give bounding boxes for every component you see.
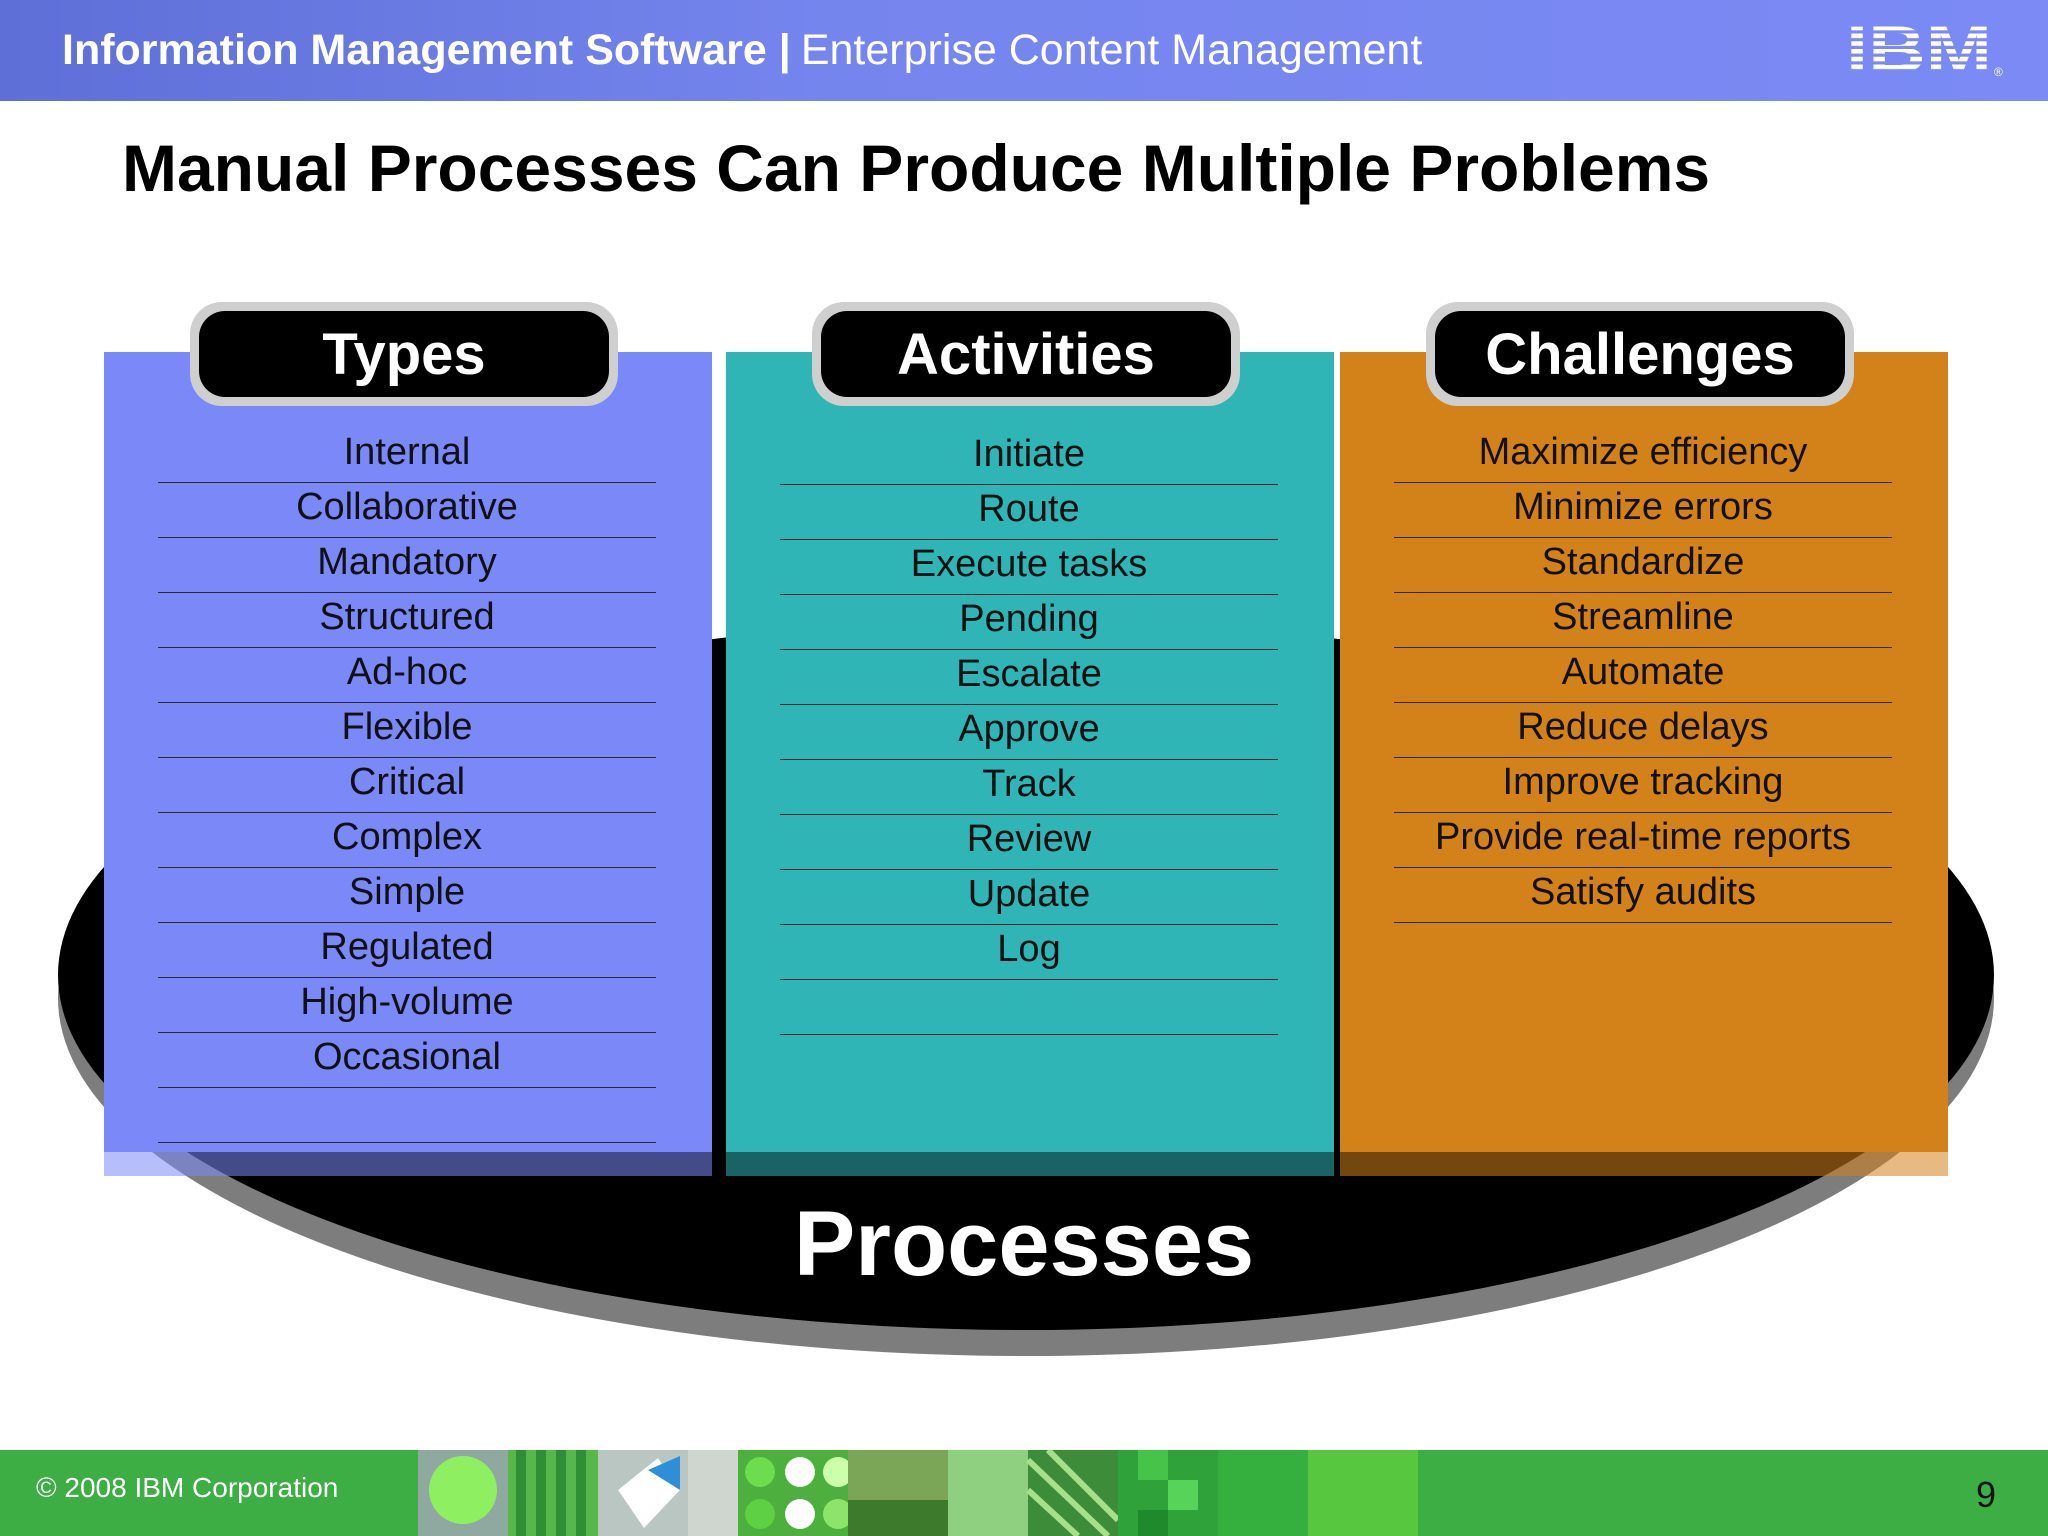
activities-item: Review xyxy=(966,818,1092,860)
activities-item: Update xyxy=(967,873,1091,915)
activities-divider xyxy=(780,924,1278,925)
types-divider xyxy=(158,757,656,758)
types-item: Simple xyxy=(348,871,466,913)
types-heading: Types xyxy=(199,311,609,397)
challenges-item: Satisfy audits xyxy=(1530,871,1756,913)
activities-item: Pending xyxy=(959,598,1099,640)
activities-heading-tab: Activities xyxy=(812,302,1240,406)
page-title: Manual Processes Can Produce Multiple Pr… xyxy=(122,131,1711,205)
types-panel-base xyxy=(104,1150,712,1176)
header-title-section: Enterprise Content Management xyxy=(800,26,1423,74)
types-item: High-volume xyxy=(300,981,514,1023)
activities-divider xyxy=(780,484,1278,485)
footer-decoration xyxy=(418,1450,1418,1536)
types-divider xyxy=(158,812,656,813)
challenges-item: Streamline xyxy=(1552,596,1734,638)
types-divider xyxy=(158,1087,656,1088)
page-number: 9 xyxy=(1975,1474,1997,1515)
challenges-item: Improve tracking xyxy=(1502,761,1784,803)
challenges-panel xyxy=(1340,352,1948,1152)
challenges-panel-base xyxy=(1340,1150,1948,1176)
challenges-divider xyxy=(1394,592,1892,593)
footer-image-strip xyxy=(418,1450,1418,1536)
types-divider xyxy=(158,867,656,868)
activities-divider xyxy=(780,1034,1278,1035)
challenges-divider xyxy=(1394,702,1892,703)
types-divider xyxy=(158,647,656,648)
copyright-text: © 2008 IBM Corporation xyxy=(36,1472,339,1503)
types-item: Internal xyxy=(343,431,471,473)
types-item: Mandatory xyxy=(317,541,497,583)
types-divider xyxy=(158,537,656,538)
activities-divider xyxy=(780,649,1278,650)
ibm-logo: IBM ® xyxy=(1846,18,2003,80)
activities-divider xyxy=(780,759,1278,760)
challenges-divider xyxy=(1394,537,1892,538)
types-heading-tab: Types xyxy=(190,302,618,406)
activities-item: Execute tasks xyxy=(910,543,1148,585)
types-item: Occasional xyxy=(313,1036,501,1078)
types-item: Regulated xyxy=(320,926,494,968)
activities-panel xyxy=(726,352,1334,1152)
challenges-divider xyxy=(1394,812,1892,813)
footer-bar: © 2008 IBM Corporation 9 xyxy=(0,1450,2048,1536)
challenges-heading-tab: Challenges xyxy=(1426,302,1854,406)
types-divider xyxy=(158,702,656,703)
challenges-heading: Challenges xyxy=(1435,311,1845,397)
svg-text:IBM: IBM xyxy=(1846,18,1992,80)
types-item: Critical xyxy=(348,761,466,803)
challenges-item: Standardize xyxy=(1541,541,1745,583)
activities-divider xyxy=(780,814,1278,815)
types-item: Structured xyxy=(319,596,495,638)
activities-item: Approve xyxy=(958,708,1100,750)
challenges-item: Minimize errors xyxy=(1513,486,1773,528)
types-divider xyxy=(158,1032,656,1033)
types-divider xyxy=(158,482,656,483)
challenges-item: Automate xyxy=(1561,651,1725,693)
challenges-item: Reduce delays xyxy=(1517,706,1769,748)
activities-item: Log xyxy=(997,928,1061,970)
types-item: Complex xyxy=(332,816,482,858)
header-title-product: Information Management Software xyxy=(62,26,767,74)
activities-item: Track xyxy=(982,763,1076,805)
header-bar: Information Management Software|Enterpri… xyxy=(0,0,2048,101)
activities-item: Initiate xyxy=(973,433,1085,475)
challenges-divider xyxy=(1394,922,1892,923)
types-divider xyxy=(158,592,656,593)
types-item: Ad-hoc xyxy=(346,651,468,693)
processes-label: Processes xyxy=(793,1193,1255,1295)
activities-heading: Activities xyxy=(821,311,1231,397)
challenges-divider xyxy=(1394,482,1892,483)
types-divider xyxy=(158,922,656,923)
activities-divider xyxy=(780,869,1278,870)
types-item: Flexible xyxy=(341,706,473,748)
header-title: Information Management Software|Enterpri… xyxy=(62,22,1422,78)
types-item: Collaborative xyxy=(296,486,518,528)
svg-text:®: ® xyxy=(1994,65,2003,79)
challenges-divider xyxy=(1394,757,1892,758)
activities-panel-base xyxy=(726,1150,1334,1176)
activities-divider xyxy=(780,704,1278,705)
activities-item: Escalate xyxy=(956,653,1102,695)
challenges-divider xyxy=(1394,647,1892,648)
challenges-item: Provide real-time reports xyxy=(1434,816,1852,858)
activities-divider xyxy=(780,539,1278,540)
challenges-item: Maximize efficiency xyxy=(1478,431,1808,473)
header-separator: | xyxy=(778,26,791,74)
challenges-divider xyxy=(1394,867,1892,868)
types-divider xyxy=(158,1142,656,1143)
types-panel xyxy=(104,352,712,1152)
types-divider xyxy=(158,977,656,978)
activities-item: Route xyxy=(978,488,1080,530)
activities-divider xyxy=(780,594,1278,595)
activities-divider xyxy=(780,979,1278,980)
